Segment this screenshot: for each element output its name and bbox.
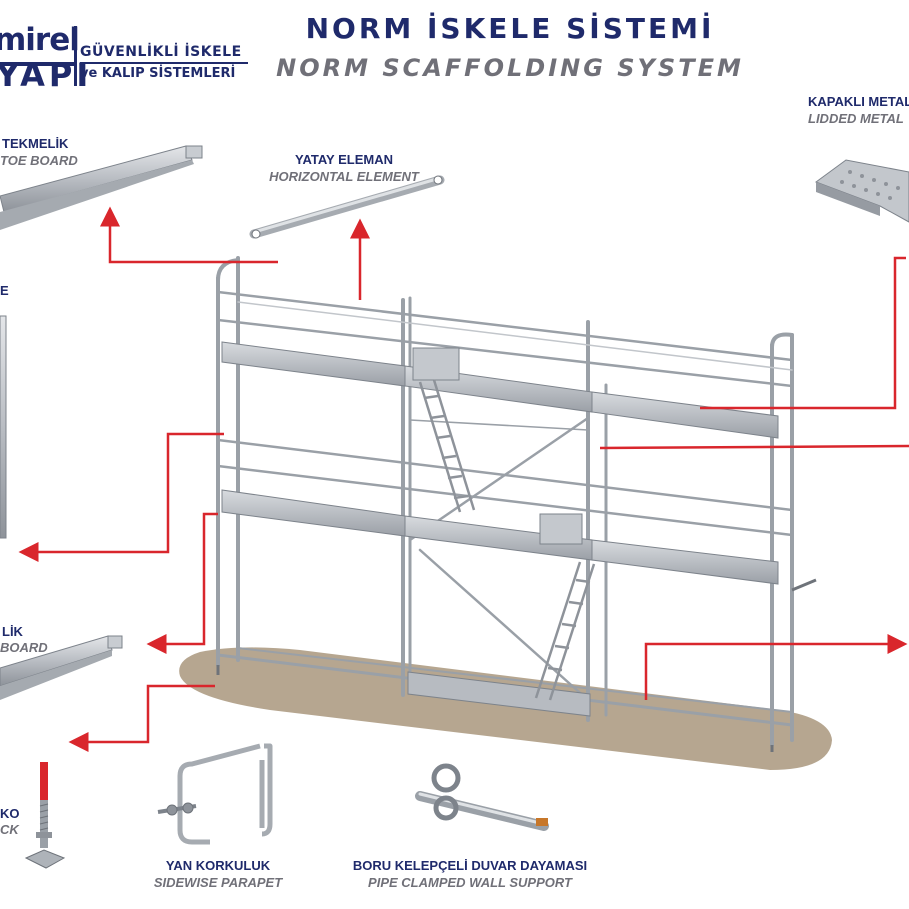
- pointer-right-low: [644, 634, 908, 700]
- page-title-tr: NORM İSKELE SİSTEMİ: [305, 12, 715, 45]
- label-sidewise-parapet-tr: YAN KORKULUK: [165, 858, 271, 873]
- scaffold-frame: [216, 256, 794, 747]
- horizontal-element-image: [249, 175, 445, 239]
- page-title-en: NORM SCAFFOLDING SYSTEM: [276, 54, 744, 82]
- label-wall-support-tr: BORU KELEPÇELİ DUVAR DAYAMASI: [352, 858, 588, 873]
- label-horizontal-tr: YATAY ELEMAN: [294, 152, 393, 167]
- pointer-toe-board-bottom: [146, 512, 218, 654]
- vertical-frame-image: [0, 315, 7, 539]
- pointer-right-mid: [599, 444, 909, 450]
- toe-board-top-image: [0, 145, 203, 230]
- pointer-vertical: [18, 432, 224, 562]
- upper-ladder: [418, 379, 476, 513]
- label-toe-board-top-en: TOE BOARD: [0, 153, 78, 168]
- label-lidded-platform-en: LIDDED METAL: [808, 111, 904, 126]
- label-toe-board-bottom-en: BOARD: [0, 640, 48, 655]
- label-vertical-tr: E: [0, 283, 9, 298]
- logo-yapi: YAPI: [0, 56, 93, 94]
- label-horizontal-en: HORIZONTAL ELEMENT: [269, 169, 419, 184]
- pointer-jack: [68, 684, 215, 752]
- label-toe-board-top-tr: TEKMELİK: [2, 136, 69, 151]
- logo-name: mirel: [0, 22, 80, 58]
- toe-board-bottom-image: [0, 635, 123, 700]
- ground-base: [179, 647, 832, 770]
- sidewise-parapet-image: [157, 743, 273, 845]
- lidded-platform-image: [814, 159, 909, 223]
- pointer-toe-board-top: [100, 206, 278, 264]
- label-sidewise-parapet-en: SIDEWISE PARAPET: [153, 875, 283, 890]
- middle-deck: [221, 489, 779, 585]
- wall-support-image: [415, 763, 549, 831]
- lower-ladder: [534, 561, 596, 701]
- base-jack-image: [24, 762, 66, 869]
- label-lidded-platform-tr: KAPAKLI METAL: [808, 94, 909, 109]
- pointer-lines: [18, 206, 909, 752]
- logo-underline: [0, 62, 74, 66]
- logo-tagline-rule: [80, 62, 248, 64]
- label-wall-support-en: PIPE CLAMPED WALL SUPPORT: [368, 875, 572, 890]
- logo-separator: [74, 26, 77, 86]
- logo-tagline-2: ve KALIP SİSTEMLERİ: [80, 66, 236, 81]
- bottom-deck: [407, 671, 591, 717]
- upper-deck: [221, 341, 779, 439]
- logo-tagline-1: GÜVENLİKLİ İSKELE: [80, 44, 242, 60]
- label-jack-en: CK: [0, 822, 19, 837]
- label-toe-board-bottom-tr: LİK: [2, 624, 23, 639]
- label-jack-tr: KO: [0, 806, 20, 821]
- pointer-lidded-platform: [700, 256, 906, 410]
